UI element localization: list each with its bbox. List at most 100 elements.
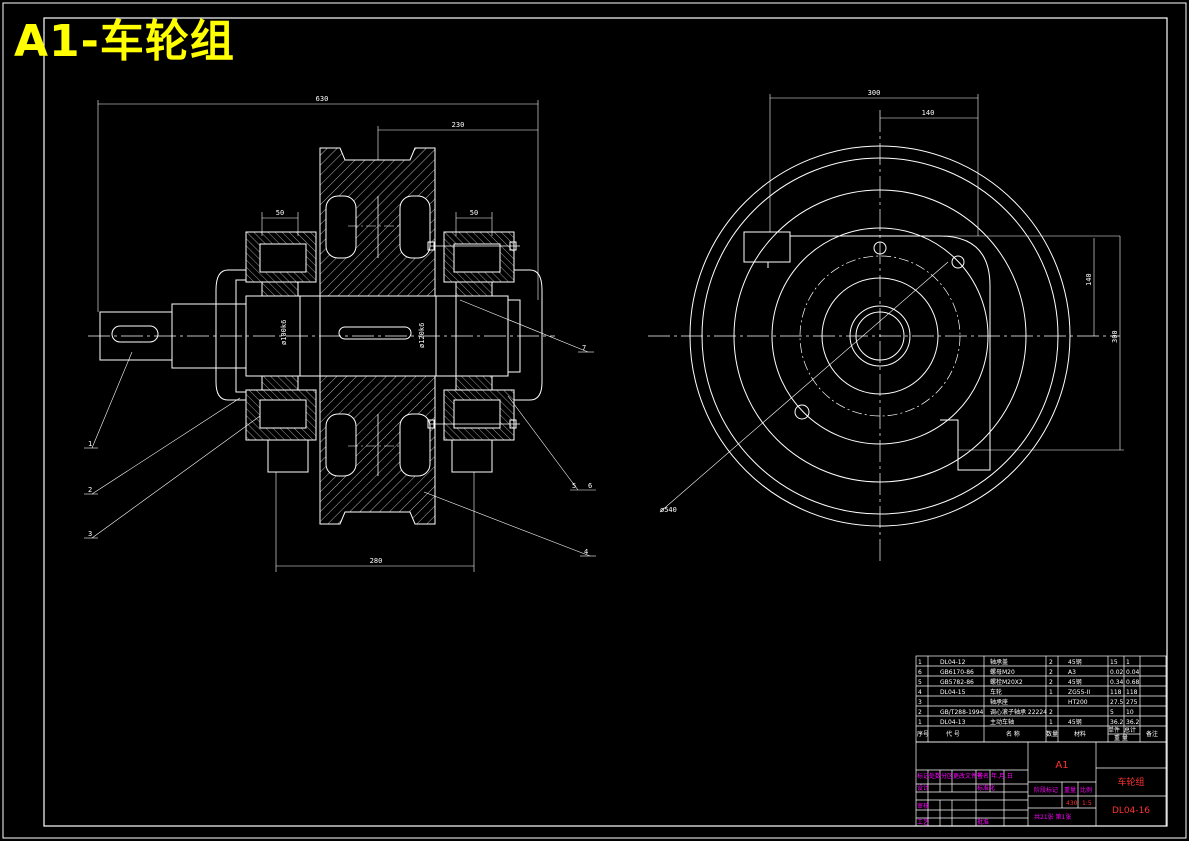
role-process: 工艺 <box>917 818 929 826</box>
dim-right-height: 300 <box>1111 330 1119 343</box>
bom-table <box>915 655 1167 743</box>
leader-5: 5 <box>572 482 576 490</box>
bom-cell-w1: 0.02 <box>1110 669 1124 676</box>
bom-cell-name: 螺母M20 <box>990 668 1015 676</box>
bom-cell-name: 车轮 <box>990 688 1002 696</box>
role-standard: 标准化 <box>977 784 995 792</box>
role-checker: 审核 <box>917 802 929 810</box>
bom-cell-code: DL04-15 <box>940 689 966 696</box>
bom-cell-code: DL04-12 <box>940 659 966 666</box>
drawing-number: DL04-16 <box>1112 806 1150 816</box>
role-designer: 设计 <box>917 784 929 792</box>
bom-header-total: 总计 <box>1124 726 1136 734</box>
leader-3: 3 <box>88 530 92 538</box>
bom-cell-qty: 2 <box>1049 679 1053 686</box>
bom-cell-qty: 2 <box>1049 709 1053 716</box>
bom-cell-w1: 5 <box>1110 709 1114 716</box>
bom-header-single: 单件 <box>1108 726 1120 734</box>
bom-header-note: 备注 <box>1146 730 1158 738</box>
bom-cell-mat: 45钢 <box>1068 658 1082 666</box>
bom-cell-name: 主动车轴 <box>990 718 1014 726</box>
side-view <box>648 94 1124 562</box>
material-code: A1 <box>1055 760 1068 771</box>
rev-label-2: 分区 <box>941 772 953 780</box>
dim-shaft-d1: ø100k6 <box>280 320 288 345</box>
bom-cell-no: 1 <box>918 719 922 726</box>
bom-cell-no: 2 <box>918 709 922 716</box>
stage-label: 阶段标记 <box>1034 786 1058 794</box>
leader-1: 1 <box>88 440 92 448</box>
bom-headers: 序号 代 号 名 称 数量 材料 单件 总计 重 量 备注 <box>917 726 1158 742</box>
bom-cell-w1: 27.5 <box>1110 699 1124 706</box>
dim-bearing-right: 50 <box>470 209 478 217</box>
bom-cell-no: 4 <box>918 689 922 696</box>
bom-cell-code: GB5782-86 <box>940 679 974 686</box>
rev-label-5: 年.月.日 <box>991 772 1013 780</box>
bom-cell-w1: 0.34 <box>1110 679 1124 686</box>
bom-cell-name: 轴承盖 <box>990 658 1008 666</box>
drawing-name: 车轮组 <box>1117 776 1144 788</box>
bom-cell-w1: 118 <box>1110 689 1122 696</box>
sheets-text: 共21张 第1张 <box>1034 813 1071 821</box>
leader-6: 6 <box>588 482 592 490</box>
dim-overall-length: 630 <box>316 95 329 103</box>
bom-header-qty: 数量 <box>1046 730 1058 738</box>
bom-cell-name: 调心滚子轴承 22224 <box>990 708 1047 716</box>
dim-base-span: 280 <box>370 557 383 565</box>
bom-cell-mat: ZG55-II <box>1068 689 1090 696</box>
leader-7: 7 <box>582 344 586 352</box>
inner-border <box>43 17 1168 827</box>
bom-cell-mat: A3 <box>1068 669 1076 676</box>
bom-cell-code: GB6170-86 <box>940 669 974 676</box>
role-approve: 批准 <box>977 818 989 826</box>
bom-cell-code: GB/T288-1994 <box>940 709 984 716</box>
dim-bearing-left: 50 <box>276 209 284 217</box>
bom-cell-w2: 10 <box>1126 709 1134 716</box>
bom-cell-no: 3 <box>918 699 922 706</box>
drawing-banner-title: A1-车轮组 <box>14 16 235 67</box>
bom-cell-name: 轴承座 <box>990 698 1008 706</box>
bom-cell-w2: 1 <box>1126 659 1130 666</box>
bom-cell-qty: 2 <box>1049 659 1053 666</box>
weight-label: 重量 <box>1064 786 1076 794</box>
bom-cell-qty: 1 <box>1049 689 1053 696</box>
bom-cell-qty: 2 <box>1049 669 1053 676</box>
bom-cell-w2: 0.04 <box>1126 669 1140 676</box>
title-block <box>915 741 1167 827</box>
rev-label-1: 处数 <box>929 772 941 780</box>
bom-cell-w2: 36.2 <box>1126 719 1140 726</box>
bom-cell-w2: 275 <box>1126 699 1138 706</box>
bom-header-no: 序号 <box>917 730 929 738</box>
bom-header-code: 代 号 <box>946 730 960 738</box>
bom-cell-w2: 0.68 <box>1126 679 1140 686</box>
bom-cell-w2: 118 <box>1126 689 1138 696</box>
bom-cell-mat: 45钢 <box>1068 718 1082 726</box>
bom-cell-w1: 36.2 <box>1110 719 1124 726</box>
bom-cell-qty: 1 <box>1049 719 1053 726</box>
bom-cell-no: 1 <box>918 659 922 666</box>
leader-4: 4 <box>584 548 588 556</box>
dim-shaft-d2: ø120k6 <box>418 323 426 348</box>
bom-cell-no: 5 <box>918 679 922 686</box>
bom-row: 1 DL04-12 轴承盖 2 45钢 15 1 <box>918 658 1130 666</box>
bom-cell-mat: HT200 <box>1068 699 1088 706</box>
bom-row: 4 DL04-15 车轮 1 ZG55-II 118 118 <box>918 688 1138 696</box>
scale-label: 比例 <box>1080 786 1092 794</box>
bom-cell-name: 螺栓M20X2 <box>990 678 1023 686</box>
bom-cell-code: DL04-13 <box>940 719 966 726</box>
scale-value: 1:5 <box>1082 800 1092 807</box>
front-section-view <box>84 100 596 572</box>
dim-right-width: 300 <box>868 89 881 97</box>
weight-value: 430 <box>1066 800 1078 807</box>
dim-right-half: 140 <box>922 109 935 117</box>
bom-cell-w1: 15 <box>1110 659 1118 666</box>
leader-2: 2 <box>88 486 92 494</box>
bom-header-weight: 重 量 <box>1114 734 1128 742</box>
